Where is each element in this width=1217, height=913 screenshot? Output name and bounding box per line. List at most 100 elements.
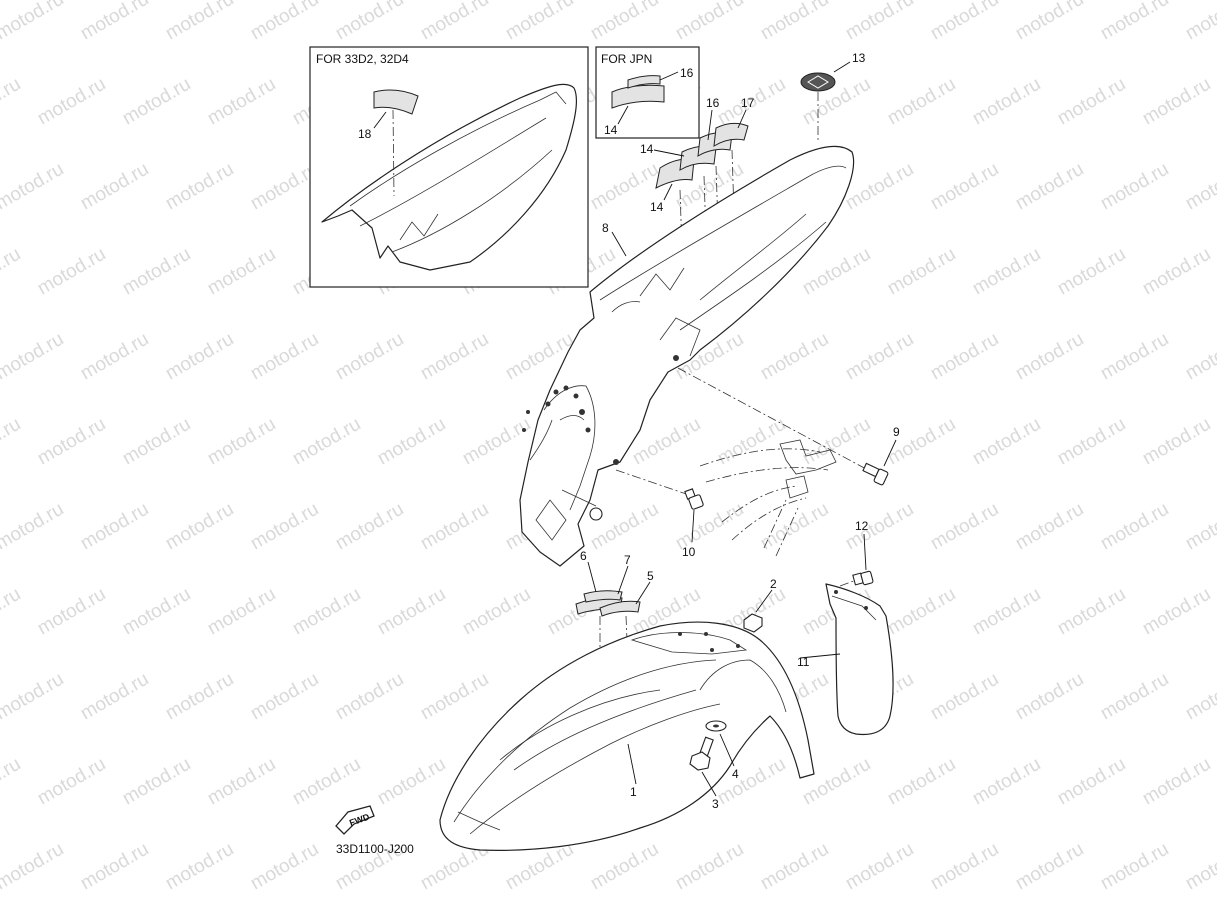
jpn-decal-16 (627, 75, 661, 89)
bolt-9 (862, 462, 889, 486)
watermark-text: motod.ru (969, 584, 1044, 640)
bolt-10: 10 (615, 469, 704, 559)
watermark-text: motod.ru (34, 74, 109, 130)
watermark-text: motod.ru (1012, 669, 1087, 725)
watermark-text: motod.ru (162, 839, 237, 895)
watermark-text: motod.ru (162, 159, 237, 215)
callout-17: 17 (741, 96, 755, 110)
watermark-text: motod.ru (1139, 74, 1214, 130)
watermark-text: motod.ru (1139, 414, 1214, 470)
watermark-text: motod.ru (77, 0, 152, 44)
watermark-text: motod.ru (757, 0, 832, 44)
watermark-text: motod.ru (289, 754, 364, 810)
decal-18 (373, 89, 419, 115)
watermark-text: motod.ru (247, 839, 322, 895)
watermark-text: motod.ru (714, 414, 789, 470)
watermark-text: motod.ru (587, 839, 662, 895)
watermark-text: motod.ru (417, 669, 492, 725)
inset-box-jpn-label: FOR JPN (601, 52, 652, 66)
watermark-text: motod.ru (332, 0, 407, 44)
watermark-text: motod.ru (1139, 754, 1214, 810)
bolt-3: 3 (689, 736, 719, 811)
watermark-text: motod.ru (1097, 329, 1172, 385)
watermark-text: motod.ru (77, 839, 152, 895)
watermark-text: motod.ru (289, 584, 364, 640)
watermark-text: motod.ru (927, 669, 1002, 725)
watermark-text: motod.ru (927, 329, 1002, 385)
watermark-text: motod.ru (1097, 669, 1172, 725)
watermark-text: motod.ru (1139, 584, 1214, 640)
callout-13: 13 (852, 51, 866, 65)
front-fender-1: 1 (439, 621, 815, 851)
watermark-text: motod.ru (0, 74, 24, 130)
watermark-text: motod.ru (969, 414, 1044, 470)
watermark-text: motod.ru (204, 584, 279, 640)
watermark-text: motod.ru (119, 584, 194, 640)
watermark-text: motod.ru (672, 839, 747, 895)
watermark-text: motod.ru (1097, 159, 1172, 215)
watermark-text: motod.ru (247, 0, 322, 44)
watermark-text: motod.ru (34, 244, 109, 300)
watermark-text: motod.ru (162, 499, 237, 555)
callout-9: 9 (893, 425, 900, 439)
watermark-text: motod.ru (1012, 839, 1087, 895)
watermark-text: motod.ru (1054, 74, 1129, 130)
rear-fender-holes (522, 355, 679, 465)
watermark-text: motod.ru (1097, 839, 1172, 895)
watermark-text: motod.ru (842, 329, 917, 385)
inset-box-33d2-label: FOR 33D2, 32D4 (316, 52, 409, 66)
inset-box-33d2: FOR 33D2, 32D4 18 (309, 46, 589, 288)
watermark-text: motod.ru (0, 244, 24, 300)
callout-3: 3 (712, 797, 719, 811)
nut-2: 2 (743, 577, 777, 633)
callout-11: 11 (797, 655, 810, 669)
watermark-text: motod.ru (1139, 244, 1214, 300)
watermark-text: motod.ru (417, 329, 492, 385)
watermark-text: motod.ru (1054, 414, 1129, 470)
watermark-text: motod.ru (77, 159, 152, 215)
watermark-text: motod.ru (884, 244, 959, 300)
watermark-text: motod.ru (799, 414, 874, 470)
washer-4: 4 (705, 720, 739, 781)
watermark-text: motod.ru (884, 754, 959, 810)
watermark-text: motod.ru (162, 669, 237, 725)
watermark-text: motod.ru (459, 584, 534, 640)
watermark-text: motod.ru (1012, 329, 1087, 385)
watermark-text: motod.ru (502, 0, 577, 44)
bolt-12: 12 (839, 519, 874, 587)
watermark-text: motod.ru (0, 329, 67, 385)
callout-4: 4 (732, 767, 739, 781)
watermark-text: motod.ru (757, 499, 832, 555)
emblem-13: 13 (800, 51, 866, 140)
watermark-text: motod.ru (587, 0, 662, 44)
watermark-text: motod.ru (927, 159, 1002, 215)
inset-rear-fender (321, 83, 577, 271)
watermark-text: motod.ru (1182, 669, 1217, 725)
watermark-text: motod.ru (1054, 244, 1129, 300)
watermark-text: motod.ru (842, 0, 917, 44)
watermark-text: motod.ru (0, 414, 24, 470)
watermark-text: motod.ru (1182, 159, 1217, 215)
watermark-text: motod.ru (927, 0, 1002, 44)
watermark-text: motod.ru (884, 584, 959, 640)
watermark-text: motod.ru (0, 499, 67, 555)
watermark-text: motod.ru (204, 754, 279, 810)
watermark-text: motod.ru (77, 499, 152, 555)
diagram-code: 33D1100-J200 (336, 842, 414, 856)
watermark-text: motod.ru (842, 499, 917, 555)
watermark-text: motod.ru (1182, 329, 1217, 385)
inset-box-jpn: FOR JPN 16 14 (595, 46, 700, 139)
watermark-text: motod.ru (884, 74, 959, 130)
watermark-text: motod.ru (119, 414, 194, 470)
watermark-text: motod.ru (0, 669, 67, 725)
watermark-text: motod.ru (969, 754, 1044, 810)
watermark-text: motod.ru (0, 839, 67, 895)
watermark-text: motod.ru (332, 669, 407, 725)
watermark-text: motod.ru (1182, 839, 1217, 895)
watermark-text: motod.ru (1097, 0, 1172, 44)
watermark-text: motod.ru (0, 754, 24, 810)
watermark-text: motod.ru (247, 669, 322, 725)
callout-6: 6 (580, 549, 587, 563)
watermark-text: motod.ru (289, 414, 364, 470)
